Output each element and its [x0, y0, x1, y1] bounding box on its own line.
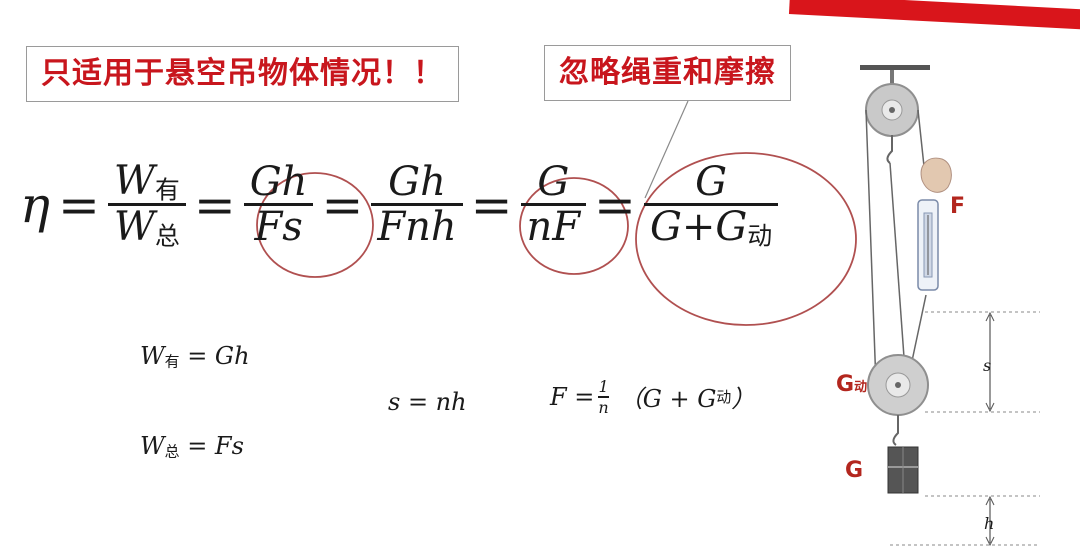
numerator: G — [537, 159, 570, 206]
efficiency-formula: η = W有 W总 = Gh Fs = Gh Fnh = G nF = G G+… — [20, 158, 779, 251]
w-letter: W — [113, 204, 155, 251]
rhs: = Fs — [187, 432, 244, 460]
fixed-pulley-mount — [890, 70, 894, 92]
def-total-work: W总 = Fs — [140, 432, 244, 462]
label-height-h: h — [984, 514, 995, 533]
ellipse-g-nf — [519, 177, 629, 275]
ignore-text: 忽略绳重和摩擦 — [559, 55, 776, 90]
w-letter: W — [140, 432, 165, 460]
w-letter: W — [140, 342, 165, 370]
denominator: Fnh — [377, 204, 457, 251]
fraction-one-over-n: 1 n — [598, 377, 609, 417]
fraction-g-nf: G nF — [520, 159, 587, 251]
condition-callout: 只适用于悬空吊物体情况！！ — [26, 46, 459, 102]
dim-s-arrow-up — [985, 311, 995, 322]
numerator: 1 — [598, 377, 609, 396]
dim-s-arrow-down — [985, 402, 995, 413]
fraction-g-total: G G+G动 — [643, 158, 779, 251]
fraction-gh-fnh: Gh Fnh — [371, 159, 463, 251]
ceiling-bar — [860, 65, 930, 70]
numerator: G — [695, 158, 728, 205]
label-g: G — [836, 372, 855, 397]
fraction-bar — [598, 396, 609, 398]
rope-scale-bottom — [911, 294, 927, 362]
rope-middle — [889, 162, 907, 386]
fixed-pulley-axle — [889, 107, 895, 113]
denominator: G+G — [649, 203, 748, 250]
denominator: n — [598, 397, 609, 417]
fraction-gh-fs: Gh Fs — [243, 159, 314, 251]
def-distance: s = nh — [388, 388, 467, 416]
pulley-diagram — [860, 65, 1040, 547]
equals-sign: = — [57, 175, 100, 234]
sub-you: 有 — [164, 352, 180, 371]
equals-sign: = — [594, 175, 636, 234]
numerator: Gh — [249, 159, 308, 206]
equals-sign: = — [193, 175, 236, 234]
fraction-bar — [107, 203, 186, 207]
rhs: （G + G — [618, 385, 717, 414]
sub-dong: 动 — [716, 388, 732, 407]
equals-sign: = — [321, 175, 364, 234]
denominator: nF — [526, 204, 581, 251]
label-distance-s: s — [983, 356, 992, 375]
sub-zong: 总 — [155, 221, 180, 251]
moving-pulley-hook-icon — [892, 415, 899, 446]
ellipse-gh-fs — [256, 172, 374, 278]
denominator: Fs — [254, 204, 303, 251]
label-force: F — [950, 194, 966, 219]
fixed-pulley-hook-icon — [886, 135, 893, 164]
close-paren: ） — [731, 385, 756, 414]
condition-text: 只适用于悬空吊物体情况！！ — [41, 56, 444, 91]
dim-h-arrow-up — [985, 495, 995, 506]
dim-h-arrow-down — [985, 536, 995, 547]
sub-dong: 动 — [854, 380, 868, 395]
label-moving-pulley-weight: G动 — [836, 372, 867, 397]
label-load-weight: G — [845, 458, 864, 483]
moving-pulley-axle — [895, 382, 901, 388]
equals-sign: = — [470, 175, 513, 234]
fraction-bar — [243, 203, 314, 207]
fraction-work: W有 W总 — [107, 158, 186, 251]
eta-symbol: η — [20, 175, 50, 234]
sub-dong: 动 — [747, 221, 773, 251]
ignore-callout: 忽略绳重和摩擦 — [544, 45, 791, 101]
numerator: Gh — [388, 159, 446, 206]
def-useful-work: W有 = Gh — [140, 342, 250, 372]
sub-zong: 总 — [164, 442, 180, 461]
rope-left — [865, 109, 877, 386]
hand-icon — [920, 157, 952, 193]
ellipse-g-total — [635, 152, 857, 326]
lhs: F = — [550, 382, 595, 411]
rhs: = Gh — [187, 342, 250, 370]
fraction-bar — [643, 202, 779, 206]
w-letter: W — [113, 158, 155, 204]
fraction-bar — [520, 203, 587, 207]
s-relation: s = nh — [388, 388, 467, 416]
sub-you: 有 — [155, 175, 180, 205]
fraction-bar — [371, 203, 463, 207]
callout-pointer-line — [644, 100, 689, 199]
